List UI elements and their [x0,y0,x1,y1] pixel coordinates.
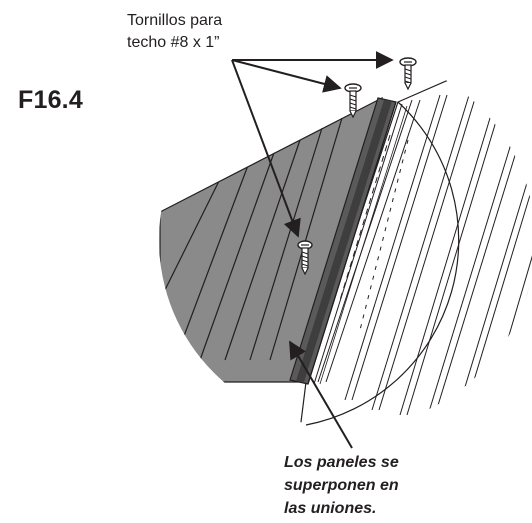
panel-overlap-seam [289,97,408,385]
light-roof-panel [299,52,532,428]
overlap-callout-line-1: Los paneles se [284,454,399,471]
screw-icon [297,240,313,276]
screws-callout: Tornillos para techo #8 x 1” [127,10,222,54]
overlap-leader-line [289,340,353,449]
detail-arc-right [305,101,460,426]
screw-icon [344,83,362,119]
overlap-callout-line-2: superponen en [284,477,399,494]
dark-roof-panel [159,96,383,383]
overlap-callout: Los paneles se superponen en las uniones… [284,451,399,520]
screw-icon [399,57,417,91]
overlap-callout-line-3: las uniones. [284,500,377,517]
screw-leader-lines [231,51,394,238]
screws-callout-line-1: Tornillos para [127,12,223,29]
figure-label: F16.4 [18,86,83,114]
screws-callout-line-2: techo #8 x 1” [127,34,220,51]
